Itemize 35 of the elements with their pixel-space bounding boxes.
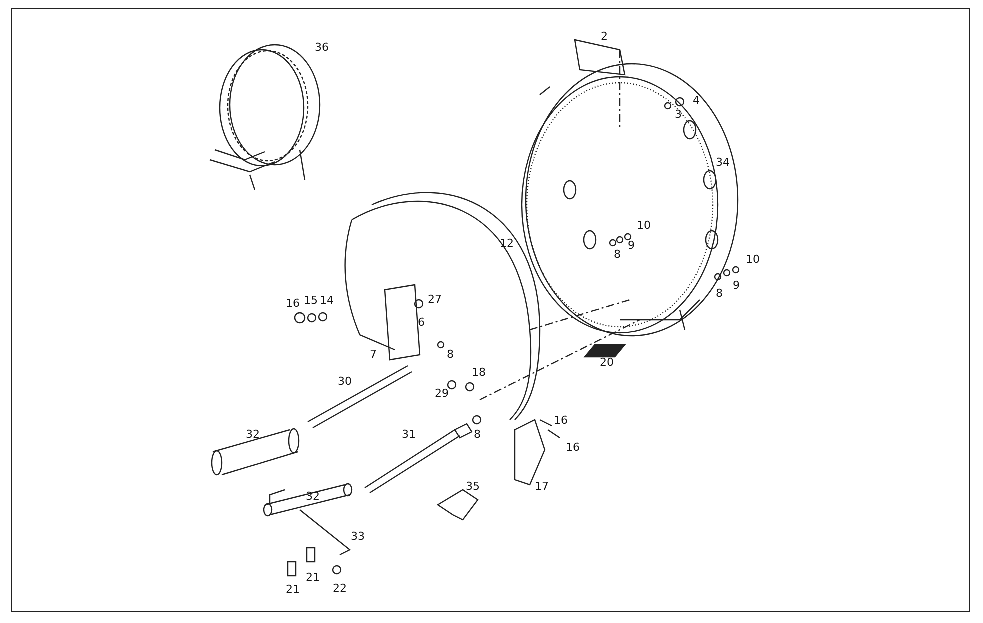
- callout-number: 14: [320, 295, 334, 307]
- callout-number: 32: [246, 429, 260, 441]
- callout-number: 16: [554, 415, 568, 427]
- callout-number: 15: [304, 295, 318, 307]
- callout-number: 34: [716, 157, 730, 169]
- callout-number: 8: [474, 429, 481, 441]
- callout-number: 12: [500, 238, 514, 250]
- callout-number: 30: [338, 376, 352, 388]
- callout-number: 21: [286, 584, 300, 596]
- callout-number: 27: [428, 294, 442, 306]
- callout-number: 18: [472, 367, 486, 379]
- callout-number: 8: [614, 249, 621, 261]
- callout-number: 6: [418, 317, 425, 329]
- callout-number: 9: [628, 240, 635, 252]
- callout-number: 31: [402, 429, 416, 441]
- callout-number: 10: [637, 220, 651, 232]
- callout-number: 10: [746, 254, 760, 266]
- callout-number: 17: [535, 481, 549, 493]
- callout-number: 16: [566, 442, 580, 454]
- callout-number: 8: [447, 349, 454, 361]
- callout-number: 7: [370, 349, 377, 361]
- callout-number: 9: [733, 280, 740, 292]
- callout-number: 32: [306, 491, 320, 503]
- callout-number: 16: [286, 298, 300, 310]
- callout-number: 20: [600, 357, 614, 369]
- callout-number: 33: [351, 531, 365, 543]
- callout-number: 21: [306, 572, 320, 584]
- callout-number: 22: [333, 583, 347, 595]
- callout-number: 8: [716, 288, 723, 300]
- callout-number: 36: [315, 42, 329, 54]
- callout-number: 29: [435, 388, 449, 400]
- callout-number: 2: [601, 31, 608, 43]
- callout-number: 4: [693, 95, 700, 107]
- callout-number: 3: [675, 109, 682, 121]
- callout-number: 35: [466, 481, 480, 493]
